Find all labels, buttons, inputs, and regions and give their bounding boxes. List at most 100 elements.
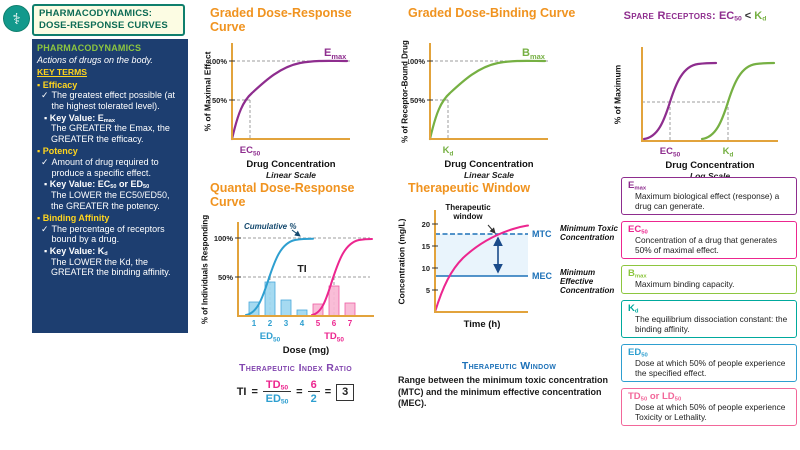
spare-receptors-heading: Spare Receptors:EC50<Kd xyxy=(623,10,767,23)
ed50-label: ED50 xyxy=(260,331,281,344)
app-logo-icon: ⚕ xyxy=(3,5,30,32)
y-axis-label: % of Maximum xyxy=(612,64,623,125)
axes xyxy=(231,43,350,140)
definition-term: Kd xyxy=(628,302,639,314)
check-icon: ✓ xyxy=(41,157,49,168)
mec-label: MEC xyxy=(532,271,553,281)
term-potency: ▪ Potency xyxy=(37,146,78,157)
definitions-column: Emax Maximum biological effect (response… xyxy=(621,177,797,427)
svg-text:7: 7 xyxy=(348,319,353,328)
x-axis-scale: Log Scale xyxy=(690,171,730,181)
card-title: PHARMACODYNAMICS: DOSE-RESPONSE CURVES xyxy=(32,4,185,36)
ti-symbol: TI xyxy=(236,386,247,399)
cumulative-arrow xyxy=(291,229,301,237)
card-title-line1: PHARMACODYNAMICS: xyxy=(39,8,153,19)
chart-title: Graded Dose-Binding Curve xyxy=(408,6,576,20)
numeric-fraction: 6 2 xyxy=(307,379,320,405)
definition-text: Dose at which 50% of people experience T… xyxy=(635,401,786,423)
svg-text:5: 5 xyxy=(316,319,321,328)
guide-lines xyxy=(642,101,729,141)
x-axis-scale: Linear Scale xyxy=(266,170,316,180)
toxicity-cumulative-curve xyxy=(311,238,373,316)
term-efficacy-definition: ✓The greatest effect possible (at the hi… xyxy=(41,90,175,112)
tick-50: 50% xyxy=(410,96,425,105)
cumulative-percent-label: Cumulative % xyxy=(244,222,296,231)
svg-text:6: 6 xyxy=(332,319,337,328)
x-axis-label: Drug Concentration xyxy=(665,160,754,171)
axes xyxy=(434,210,528,313)
td50-ed50-fraction: TD50 ED50 xyxy=(262,379,292,406)
spare-receptors-chart: Spare Receptors:EC50<Kd % of Maximum EC5… xyxy=(592,5,798,181)
definition-term: EC50 xyxy=(628,224,648,236)
definition-term: ED50 xyxy=(628,346,648,359)
definition-text: Maximum biological effect (response) a d… xyxy=(635,191,780,212)
term-potency-note: The LOWER the EC50/ED50, the GREATER the… xyxy=(51,189,170,211)
definition-bmax: Bmax Maximum binding capacity. xyxy=(621,265,797,294)
quantal-dose-response-chart: Quantal Dose-Response Curve % of Individ… xyxy=(196,181,396,368)
term-binding-affinity-note: The LOWER the Kd, the GREATER the bindin… xyxy=(51,256,171,278)
dose-binding-plot: 100% 50% Bmax Kd Drug Concentration Line… xyxy=(408,43,548,180)
quantal-plot: 100% 50% Cumulative % TI 1 2 3 4 5 6 7 E… xyxy=(214,222,374,356)
mec-description: Minimum Effective Concentration xyxy=(560,268,615,296)
therapeutic-window-chart: Therapeutic Window Concentration (mg/L) … xyxy=(396,181,626,358)
panel-description: Actions of drugs on the body. xyxy=(37,54,153,65)
svg-text:1: 1 xyxy=(252,319,257,328)
therapeutic-window-plot: 20 15 10 5 MTC MEC Time (h) xyxy=(422,210,553,330)
tw-note-heading: Therapeutic Window xyxy=(461,360,557,372)
axes xyxy=(237,222,374,317)
ec50-tick-label: EC50 xyxy=(660,146,681,159)
check-icon: ✓ xyxy=(41,223,49,234)
definition-ed50: ED50 Dose at which 50% of people experie… xyxy=(621,343,797,382)
effect-cumulative-curve xyxy=(245,237,314,316)
axes xyxy=(641,47,778,142)
guide-lines xyxy=(430,60,548,139)
dose-response-plot: 100% 50% Emax EC50 Drug Concentration Li… xyxy=(210,43,350,180)
definition-term: Emax xyxy=(628,180,647,192)
definition-text: The equilibrium dissociation constant: t… xyxy=(635,313,788,334)
ec50-tick-label: EC50 xyxy=(240,145,261,158)
check-icon: ✓ xyxy=(41,90,49,101)
term-binding-affinity-key-value: ▪ Key Value: Kd xyxy=(44,245,108,258)
svg-text:5: 5 xyxy=(426,286,430,295)
x-axis-label: Dose (mg) xyxy=(283,345,329,356)
y-ticks: 20 15 10 5 xyxy=(422,220,438,295)
therapeutic-index-ratio: Therapeutic Index Ratio TI = TD50 ED50 =… xyxy=(198,362,393,406)
svg-text:10: 10 xyxy=(422,264,430,273)
mtc-description: Minimum Toxic Concentration xyxy=(560,224,618,243)
dose-tick-labels: 1 2 3 4 5 6 7 xyxy=(252,319,353,328)
caduceus-icon: ⚕ xyxy=(12,10,21,28)
spare-receptors-plot: EC50 Kd Drug Concentration Log Scale xyxy=(641,47,778,181)
svg-text:3: 3 xyxy=(284,319,289,328)
ti-formula: TI = TD50 ED50 = 6 2 = 3 xyxy=(198,379,393,406)
emax-label: Emax xyxy=(324,47,347,61)
response-sigmoid xyxy=(642,61,718,141)
bullet-icon: ▪ xyxy=(44,245,48,256)
svg-text:20: 20 xyxy=(422,220,430,229)
svg-text:15: 15 xyxy=(422,242,430,251)
term-efficacy: ▪ Efficacy xyxy=(37,79,78,90)
ti-ratio-heading: Therapeutic Index Ratio xyxy=(238,362,353,374)
y-axis-label: % of Individuals Responding xyxy=(200,214,210,325)
effect-histogram xyxy=(248,281,308,317)
tick-50: 50% xyxy=(218,273,233,282)
graded-dose-response-chart: Graded Dose-Response Curve % of Maximal … xyxy=(196,5,392,181)
key-terms-heading: KEY TERMS xyxy=(37,67,87,78)
definition-emax: Emax Maximum biological effect (response… xyxy=(621,177,797,216)
effect-curve xyxy=(230,59,349,141)
bmax-label: Bmax xyxy=(522,47,546,61)
concentration-curve xyxy=(434,224,529,313)
x-axis-label: Drug Concentration xyxy=(444,159,533,170)
definition-ec50: EC50 Concentration of a drug that genera… xyxy=(621,221,797,260)
bullet-icon: ▪ xyxy=(37,213,41,224)
term-potency-definition: ✓Amount of drug required to produce a sp… xyxy=(41,157,159,178)
definition-term: TD50 or LD50 xyxy=(628,390,682,403)
binding-sigmoid xyxy=(700,61,776,141)
term-binding-affinity-definition: ✓The percentage of receptors bound by a … xyxy=(41,223,165,245)
term-potency-key-value: ▪ Key Value: EC50 or ED50 xyxy=(44,179,150,191)
definition-term: Bmax xyxy=(628,268,647,280)
definition-kd: Kd The equilibrium dissociation constant… xyxy=(621,299,797,338)
tw-note-body: Range between the minimum toxic concentr… xyxy=(398,375,609,409)
mtc-label: MTC xyxy=(532,229,552,239)
bullet-icon: ▪ xyxy=(44,179,48,190)
kd-tick-label: Kd xyxy=(723,146,734,159)
